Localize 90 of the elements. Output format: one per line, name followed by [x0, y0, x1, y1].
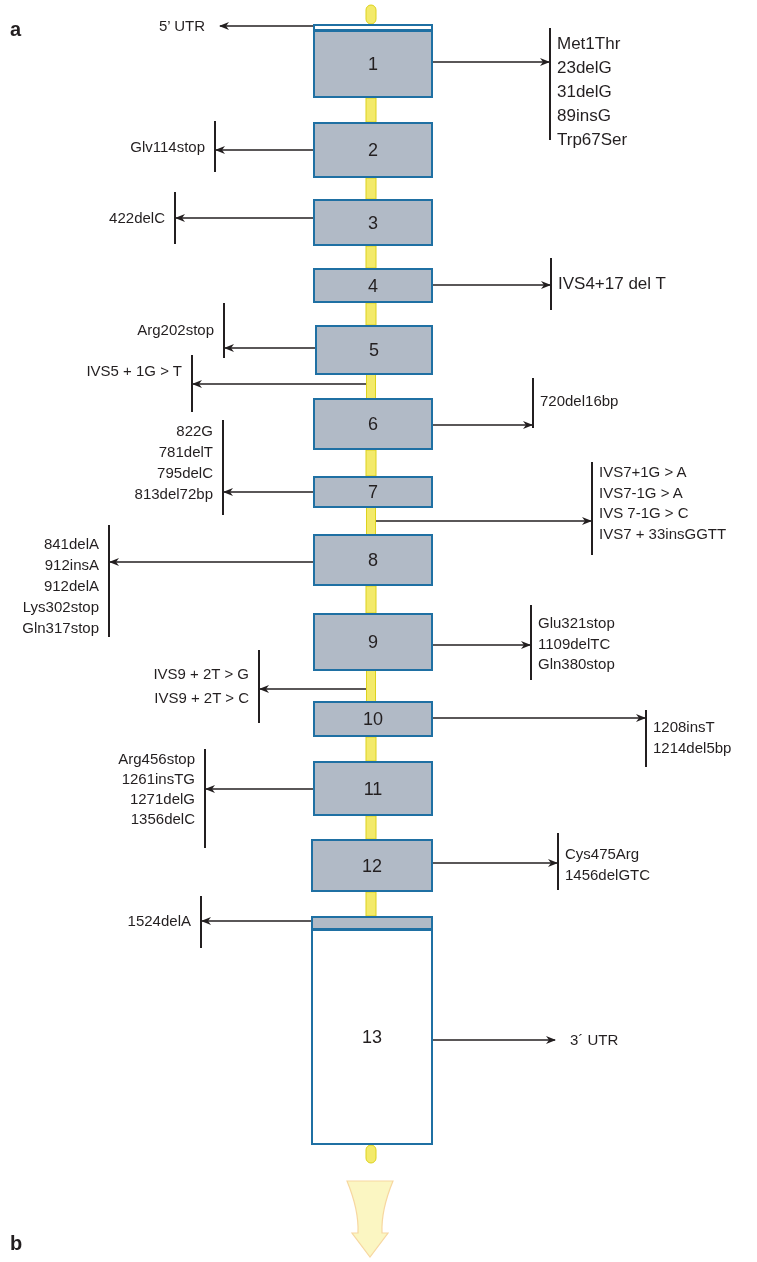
arrow	[259, 685, 367, 693]
mutation-label: 795delC	[157, 463, 213, 483]
panel-letter: b	[10, 1232, 23, 1254]
mutation-label: 422delC	[109, 208, 165, 228]
exon-number: 3	[368, 212, 378, 233]
panel-letter: a	[10, 18, 22, 40]
arrow	[432, 421, 533, 429]
exon-box	[313, 701, 433, 737]
exon-box	[313, 30, 433, 98]
exon-box	[315, 325, 433, 375]
mutation-label: 1524delA	[127, 911, 191, 931]
intron-segment	[366, 375, 376, 398]
mutation-label: 1109delTC	[538, 633, 611, 654]
mutation-label: 822G	[176, 421, 213, 441]
exon-number: 1	[368, 54, 378, 74]
mutation-label: 813del72bp	[134, 484, 213, 504]
mutation-label: Gln317stop	[22, 618, 99, 638]
mutation-label: 23delG	[557, 57, 612, 79]
exon-number: 13	[362, 1027, 382, 1047]
arrow	[109, 558, 314, 566]
arrow	[375, 517, 592, 525]
mutation-label: Lys302stop	[22, 597, 99, 617]
arrow	[205, 785, 314, 793]
exon-box	[313, 761, 433, 816]
mutation-label: 1356delC	[130, 809, 195, 829]
exon-number: 4	[368, 275, 378, 296]
exon-box	[313, 398, 433, 450]
intron-segment	[366, 671, 376, 701]
exon-box	[311, 839, 433, 892]
arrow	[215, 146, 314, 154]
utr-label: 3´ UTR	[570, 1030, 619, 1050]
mutation-label: 1271delG	[129, 789, 195, 809]
arrow	[223, 488, 314, 496]
mutation-label: 841delA	[43, 534, 99, 554]
mutation-label: Gln380stop	[538, 654, 615, 674]
exon-box	[313, 613, 433, 671]
arrow	[432, 58, 550, 66]
mutation-label: 720del16bp	[540, 391, 619, 411]
mutation-label: Arg202stop	[137, 320, 214, 340]
arrow	[432, 859, 558, 867]
exon-number: 6	[368, 414, 378, 434]
mutation-label: 781delT	[158, 442, 213, 462]
mutation-label: Trp67Ser	[557, 129, 628, 151]
exon-box	[313, 268, 433, 303]
arrow	[224, 344, 316, 352]
exon-number: 12	[362, 855, 382, 876]
exon-band	[311, 916, 433, 930]
arrow	[192, 380, 367, 388]
mutation-label: IVS7+1G > A	[599, 462, 687, 482]
exon-number: 11	[363, 778, 383, 799]
exon-box	[313, 122, 433, 178]
arrow	[175, 214, 314, 222]
mutation-label: 31delG	[557, 81, 612, 103]
exon-number: 2	[368, 140, 378, 160]
mutation-label: 1208insT	[653, 717, 715, 737]
mutation-label: Cys475Arg	[565, 844, 640, 864]
mutation-label: 1261insTG	[121, 769, 195, 789]
exon-number: 7	[368, 482, 378, 502]
mutation-label: IVS4+17 del T	[558, 273, 666, 295]
arrow	[201, 917, 312, 925]
mutation-label: IVS 7-1G > C	[599, 503, 689, 524]
mutation-label: IVS9 + 2T > G	[153, 664, 249, 684]
mutation-label: 912delA	[43, 576, 99, 596]
arrow	[432, 1036, 556, 1044]
mutation-label: 912insA	[44, 555, 99, 575]
mutation-label: Arg456stop	[118, 749, 195, 769]
exon-number: 9	[368, 632, 378, 652]
exon-number: 10	[363, 709, 383, 729]
mutation-label: IVS9 + 2T > C	[154, 688, 249, 708]
mutation-label: IVS7 + 33insGGTT	[599, 524, 727, 545]
mutation-label: 1214del5bp	[653, 738, 732, 758]
exon-box	[311, 929, 433, 1145]
intron-segment	[366, 508, 376, 534]
mutation-label: Glv114stop	[130, 137, 205, 157]
mutation-label: 89insG	[557, 105, 611, 127]
arrow	[432, 641, 531, 649]
mutation-label: Met1Thr	[557, 33, 621, 55]
arrow	[219, 22, 314, 30]
mutation-label: 1456delGTC	[565, 865, 651, 885]
exon-number: 5	[369, 340, 379, 360]
utr-label: 5’ UTR	[158, 16, 205, 36]
exon-box	[313, 476, 433, 508]
mutation-label: IVS5 + 1G > T	[86, 361, 182, 381]
exon-number: 8	[368, 550, 378, 570]
arrow	[432, 281, 551, 289]
mutation-label: Glu321stop	[538, 613, 615, 633]
exon-box	[313, 534, 433, 586]
mutation-label: IVS7-1G > A	[599, 482, 683, 503]
exon-box	[313, 199, 433, 246]
arrow	[432, 714, 646, 722]
